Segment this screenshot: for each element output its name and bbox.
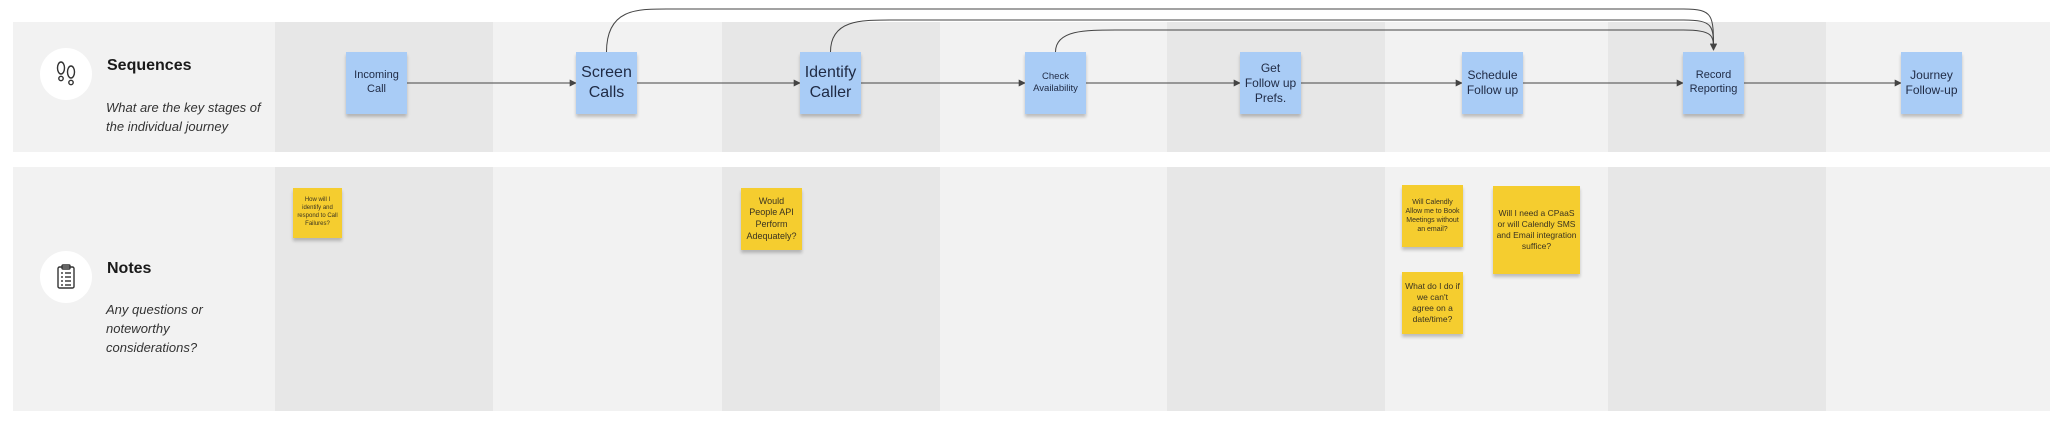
sticky-note-date-time[interactable]: What do I do if we can't agree on a date… xyxy=(1402,272,1463,334)
stage-card-schedule-follow-up[interactable]: Schedule Follow up xyxy=(1462,52,1523,114)
clipboard-icon xyxy=(40,251,92,303)
stage-card-identify-caller[interactable]: Identify Caller xyxy=(800,52,861,114)
sticky-note-calendly-email[interactable]: Will Calendly Allow me to Book Meetings … xyxy=(1402,185,1463,247)
sticky-note-cpaas-integration[interactable]: Will I need a CPaaS or will Calendly SMS… xyxy=(1493,186,1580,274)
sequences-lane-description: What are the key stages of the individua… xyxy=(106,100,261,134)
sticky-note-call-failures[interactable]: How will I identify and respond to Call … xyxy=(293,188,342,238)
stage-card-record-reporting[interactable]: Record Reporting xyxy=(1683,52,1744,114)
stage-card-get-follow-up-prefs[interactable]: Get Follow up Prefs. xyxy=(1240,52,1301,114)
stage-card-screen-calls[interactable]: Screen Calls xyxy=(576,52,637,114)
column-stripe xyxy=(1608,167,1826,411)
column-stripe xyxy=(1167,167,1385,411)
stage-card-check-availability[interactable]: Check Availability xyxy=(1025,52,1086,114)
connector-screen-to-record xyxy=(606,8,1717,53)
connector-check-to-record xyxy=(1055,29,1717,53)
sequences-lane-title: Sequences xyxy=(107,57,192,74)
notes-lane-description: Any questions or noteworthy consideratio… xyxy=(106,302,203,355)
stage-card-journey-follow-up[interactable]: Journey Follow-up xyxy=(1901,52,1962,114)
notes-lane-title: Notes xyxy=(107,260,152,277)
stage-card-incoming-call[interactable]: Incoming Call xyxy=(346,52,407,114)
footsteps-icon xyxy=(40,48,92,100)
sticky-note-people-api[interactable]: Would People API Perform Adequately? xyxy=(741,188,802,250)
notes-lane xyxy=(13,167,2050,411)
connector-identify-to-record xyxy=(830,19,1717,53)
